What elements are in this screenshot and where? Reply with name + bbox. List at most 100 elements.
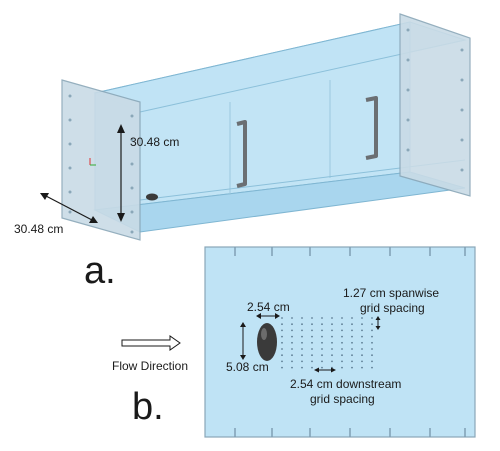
grid-point (291, 323, 293, 326)
grid-point (321, 354, 323, 357)
grid-point (361, 366, 363, 369)
grid-point (341, 354, 343, 357)
width-dimension-label: 30.48 cm (14, 222, 63, 236)
grid-point (301, 317, 303, 319)
grid-point (361, 348, 363, 350)
model-highlight (261, 328, 267, 340)
grid-point (351, 329, 353, 332)
grid-point (361, 323, 363, 326)
grid-point (311, 360, 313, 363)
grid-point (281, 329, 283, 332)
length-label: 5.08 cm (226, 360, 269, 374)
grid-point (301, 329, 303, 332)
grid-point (321, 360, 323, 363)
grid-point (311, 366, 313, 369)
left-end-flange (61, 79, 141, 241)
tank-model-body (146, 193, 158, 201)
grid-point (331, 329, 333, 332)
diameter-dimension-arrow (256, 313, 280, 319)
grid-point (371, 329, 373, 332)
grid-point (301, 354, 303, 357)
grid-point (331, 323, 333, 326)
grid-point (331, 335, 333, 338)
grid-point (301, 348, 303, 350)
grid-point (281, 354, 283, 357)
grid-point (351, 354, 353, 357)
grid-point (341, 335, 343, 338)
grid-point (281, 348, 283, 350)
grid-point (291, 335, 293, 338)
diameter-label: 2.54 cm (247, 300, 290, 314)
flow-direction-label: Flow Direction (112, 359, 188, 373)
spanwise-spacing-label-line2: grid spacing (360, 301, 425, 315)
grid-point (341, 329, 343, 332)
grid-point (321, 317, 323, 319)
panel-a-label: a. (84, 250, 116, 292)
grid-point (341, 317, 343, 319)
grid-point (321, 348, 323, 350)
grid-point (301, 360, 303, 363)
grid-point (341, 341, 343, 344)
grid-point (281, 323, 283, 326)
grid-point (371, 354, 373, 357)
grid-point (311, 329, 313, 332)
grid-point (281, 360, 283, 363)
grid-point (291, 348, 293, 350)
grid-point (291, 329, 293, 332)
grid-point (301, 335, 303, 338)
grid-point (311, 335, 313, 338)
model-body (257, 323, 277, 361)
downstream-spacing-label-line1: 2.54 cm downstream (290, 377, 401, 391)
grid-point (291, 360, 293, 363)
flange-bolts (68, 28, 464, 234)
grid-point (371, 323, 373, 326)
height-dimension-label: 30.48 cm (130, 135, 179, 149)
height-dimension-arrow (117, 124, 125, 222)
grid-point (321, 366, 323, 369)
grid-point (341, 360, 343, 363)
length-dimension-arrow (240, 322, 246, 360)
spanwise-spacing-label-line1: 1.27 cm spanwise (343, 286, 439, 300)
grid-point (331, 348, 333, 350)
downstream-spacing-label-line2: grid spacing (310, 392, 375, 406)
spanwise-spacing-arrow (375, 316, 381, 330)
grid-point (291, 354, 293, 357)
window-handle-left (236, 120, 247, 188)
grid-point (321, 329, 323, 332)
grid-point (321, 335, 323, 338)
grid-point (361, 329, 363, 332)
tunnel-isometric-view: 30.48 cm 30.48 cm (14, 13, 471, 241)
grid-point (311, 317, 313, 319)
grid-point (351, 335, 353, 338)
grid-point (291, 341, 293, 344)
measurement-grid (281, 317, 373, 369)
downstream-spacing-arrow (314, 367, 336, 373)
grid-point (311, 323, 313, 326)
grid-point (371, 360, 373, 363)
grid-point (351, 360, 353, 363)
grid-point (331, 360, 333, 363)
grid-point (351, 341, 353, 344)
grid-point (281, 366, 283, 369)
axis-marker-icon (89, 158, 96, 166)
top-view-tank (204, 246, 476, 438)
panel-b-label: b. (132, 386, 164, 428)
grid-point (371, 366, 373, 369)
grid-point (301, 341, 303, 344)
width-dimension-arrow (40, 193, 98, 223)
grid-point (281, 317, 283, 319)
grid-point (311, 341, 313, 344)
window-handle-right (365, 96, 378, 160)
grid-point (301, 366, 303, 369)
grid-point (361, 341, 363, 344)
grid-point (321, 341, 323, 344)
grid-point (351, 317, 353, 319)
grid-point (291, 317, 293, 319)
grid-point (361, 335, 363, 338)
grid-point (361, 317, 363, 319)
flow-direction-arrow-icon (121, 335, 181, 351)
tank-wall-tabs (234, 247, 466, 437)
grid-point (321, 323, 323, 326)
grid-point (341, 323, 343, 326)
